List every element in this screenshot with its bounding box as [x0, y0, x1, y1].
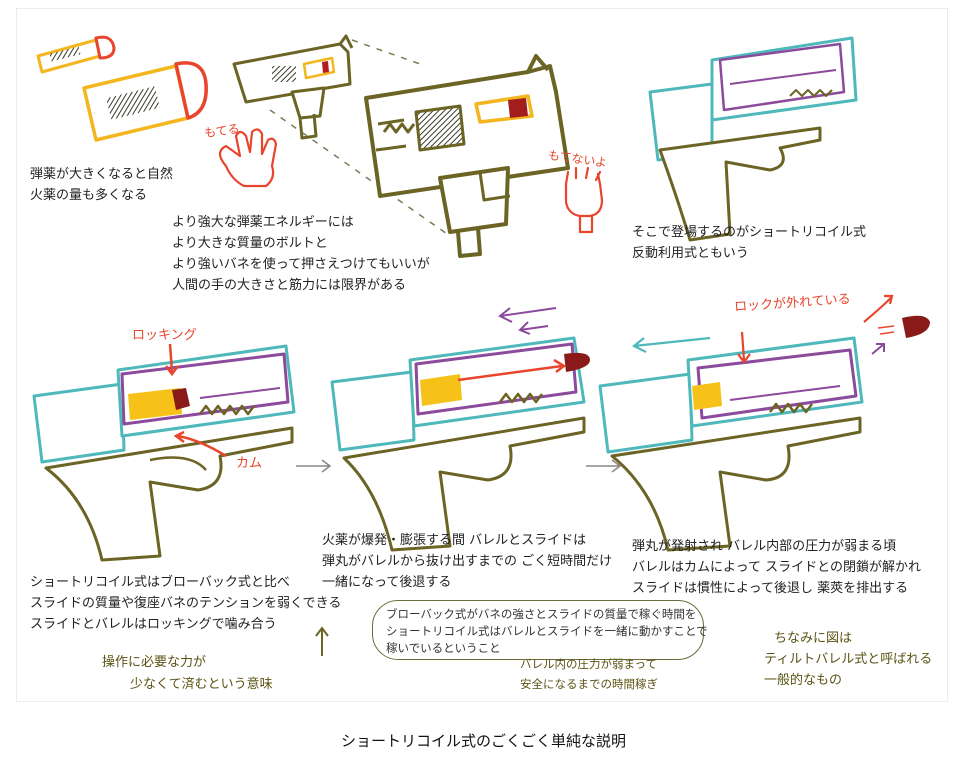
- small-cartridge: [36, 35, 116, 74]
- label-locking: ロッキング: [132, 328, 197, 343]
- lock-arrow-icon-3: [737, 331, 751, 364]
- text-line: より強いバネを使って押さえつけてもいいが: [172, 257, 430, 272]
- text-line: スライドとバレルはロッキングで噛み合う: [30, 617, 277, 632]
- text-line: 火薬の量も多くなる: [30, 188, 148, 203]
- pistol-outline-top-right: [648, 36, 858, 242]
- recoil-arrow-icon-3: [631, 336, 711, 353]
- eject-arrow-icon-2: [871, 343, 885, 355]
- text-line: ティルトバレル式と呼ばれる: [764, 652, 933, 667]
- text-line: スライドは慣性によって後退し 薬莢を排出する: [632, 581, 909, 596]
- eject-arrow-icon: [863, 294, 894, 323]
- text-line: 弾丸がバレルから抜け出すまでの ごく短時間だけ: [322, 554, 613, 569]
- text-line: 弾薬が大きくなると自然: [30, 167, 174, 182]
- text-line: より大きな質量のボルトと: [172, 236, 328, 251]
- small-smg: [232, 34, 354, 140]
- recoil-arrow-icon-2b: [518, 321, 549, 335]
- large-cartridge: [82, 61, 208, 142]
- cam-arrow-icon: [173, 430, 227, 458]
- note-bubble: [372, 600, 704, 660]
- open-hand-icon: [218, 128, 278, 188]
- text-line: バレルはカムによって スライドとの閉鎖が解かれ: [632, 560, 921, 575]
- text-recoil-together: 火薬が爆発・膨張する間 バレルとスライドは 弾丸がバレルから抜け出すまでの ごく…: [322, 530, 612, 593]
- figure-caption: ショートリコイル式のごくごく単純な説明: [340, 732, 626, 750]
- text-line: ショートリコイル式はバレルとスライドを一緒に動かすことで: [386, 624, 708, 638]
- pistol-unlocked-ejecting: [598, 336, 864, 552]
- next-arrow-icon-2: [586, 459, 622, 473]
- text-line: ブローバック式がバネの強さとスライドの質量で稼ぐ時間を: [386, 607, 697, 621]
- text-line: 一緒になって後退する: [322, 575, 452, 590]
- label-cam: カム: [236, 456, 263, 471]
- pistol-recoiling-together: [330, 336, 590, 552]
- recoil-arrow-icon-2: [498, 307, 557, 323]
- text-cartridge-size: 弾薬が大きくなると自然 火薬の量も多くなる: [30, 164, 173, 206]
- text-line: 安全になるまでの時間稼ぎ: [520, 677, 658, 691]
- up-arrow-icon: [315, 626, 329, 656]
- text-line: そこで登場するのがショートリコイル式: [632, 225, 867, 240]
- text-line: 操作に必要な力が: [102, 655, 207, 670]
- large-smg: [364, 54, 570, 258]
- text-line: 弾丸が発射され バレル内部の圧力が弱まる頃: [632, 539, 897, 554]
- text-line: 反動利用式ともいう: [632, 246, 749, 261]
- text-line: ちなみに図は: [774, 631, 853, 646]
- text-line: ショートリコイル式はブローバック式と比べ: [30, 575, 290, 590]
- text-line: 火薬が爆発・膨張する間 バレルとスライドは: [322, 533, 587, 548]
- strained-hand-icon: [564, 166, 604, 234]
- text-line: 人間の手の大きさと筋力には限界がある: [172, 278, 407, 293]
- text-unlock-eject: 弾丸が発射され バレル内部の圧力が弱まる頃 バレルはカムによって スライドとの閉…: [632, 536, 921, 599]
- text-line: 稼いでいるということ: [386, 641, 501, 655]
- text-compare-blowback: ショートリコイル式はブローバック式と比べ スライドの質量や復座バネのテンションを…: [30, 572, 341, 635]
- label-sousa: 操作に必要な力が 少なくて済むという意味: [102, 652, 273, 696]
- text-line: より強大な弾薬エネルギーには: [172, 215, 354, 230]
- next-arrow-icon-1: [296, 459, 332, 473]
- text-line: スライドの質量や復座バネのテンションを弱くできる: [30, 596, 342, 611]
- text-line: 少なくて済むという意味: [130, 677, 273, 692]
- text-line: バレル内の圧力が弱まって: [520, 657, 657, 671]
- text-short-recoil-intro: そこで登場するのがショートリコイル式 反動利用式ともいう: [632, 222, 866, 264]
- text-bolt-spring: より強大な弾薬エネルギーには より大きな質量のボルトと より強いバネを使って押さ…: [172, 212, 430, 296]
- motion-lines: [877, 325, 895, 335]
- text-note: ブローバック式がバネの強さとスライドの質量で稼ぐ時間を ショートリコイル式はバレ…: [386, 606, 708, 657]
- locking-arrow-icon: [165, 343, 179, 377]
- label-chinami: ちなみに図は ティルトバレル式と呼ばれる 一般的なもの: [764, 628, 932, 691]
- pistol-locked: [32, 344, 296, 562]
- zoom-lines: [269, 39, 451, 237]
- casing-icon: [902, 315, 930, 338]
- label-barrel-pressure: バレル内の圧力が弱まって 安全になるまでの時間稼ぎ: [520, 654, 658, 694]
- text-line: 一般的なもの: [764, 673, 843, 688]
